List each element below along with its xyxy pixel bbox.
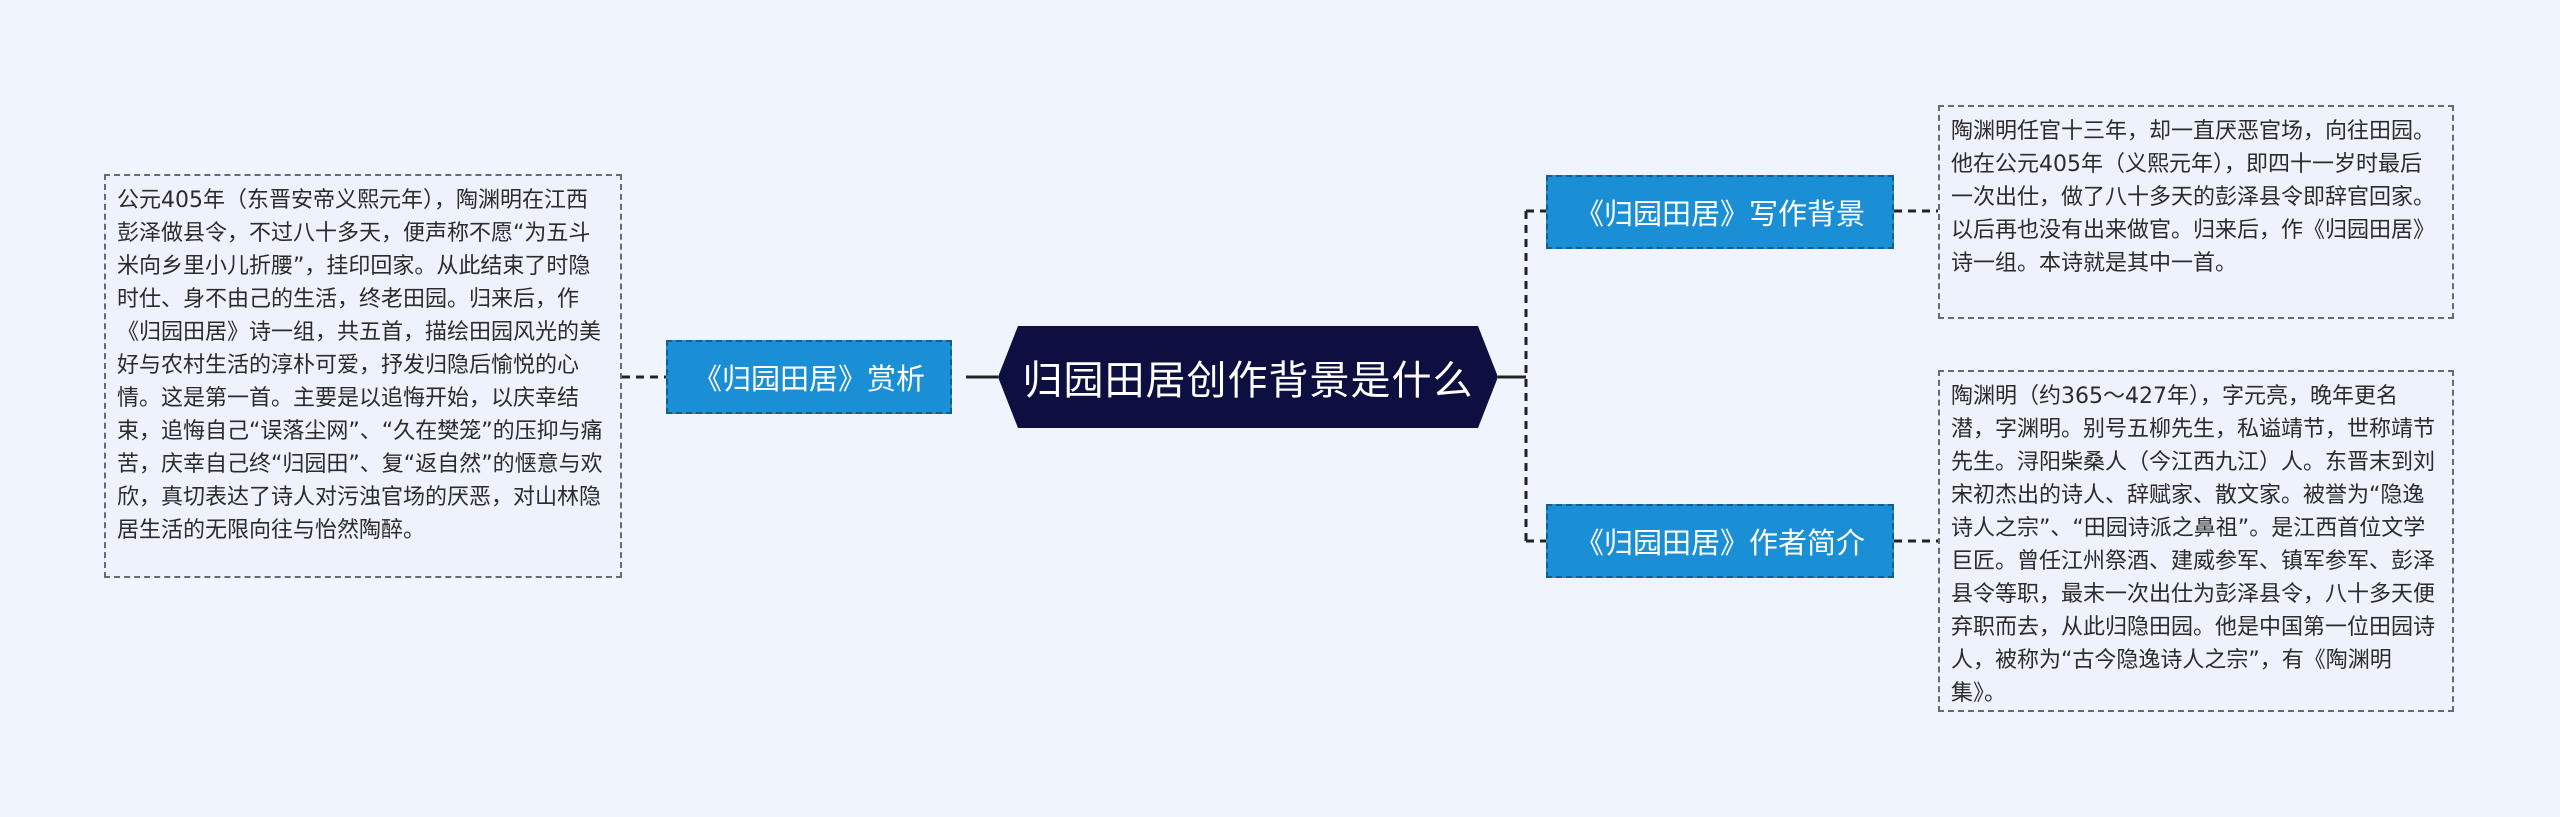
central-topic-label: 归园田居创作背景是什么 xyxy=(1022,358,1474,404)
note-appreciation: 公元405年（东晋安帝义熙元年），陶渊明在江西彭泽做县令，不过八十多天，便声称不… xyxy=(104,174,622,578)
note-appreciation-text: 公元405年（东晋安帝义熙元年），陶渊明在江西彭泽做县令，不过八十多天，便声称不… xyxy=(117,188,603,543)
branch-writing-background[interactable]: 《归园田居》写作背景 xyxy=(1546,175,1894,249)
branch-appreciation-label: 《归园田居》赏析 xyxy=(692,362,925,396)
branch-author-intro[interactable]: 《归园田居》作者简介 xyxy=(1546,504,1894,578)
note-author-intro-text: 陶渊明（约365～427年），字元亮，晚年更名潜，字渊明。别号五柳先生，私谥靖节… xyxy=(1951,384,2436,706)
note-writing-background-text: 陶渊明任官十三年，却一直厌恶官场，向往田园。他在公元405年（义熙元年），即四十… xyxy=(1951,119,2436,276)
note-author-intro: 陶渊明（约365～427年），字元亮，晚年更名潜，字渊明。别号五柳先生，私谥靖节… xyxy=(1938,370,2454,712)
branch-author-intro-label: 《归园田居》作者简介 xyxy=(1574,526,1865,560)
branch-writing-background-label: 《归园田居》写作背景 xyxy=(1574,197,1865,231)
branch-appreciation[interactable]: 《归园田居》赏析 xyxy=(666,340,952,414)
note-writing-background: 陶渊明任官十三年，却一直厌恶官场，向往田园。他在公元405年（义熙元年），即四十… xyxy=(1938,105,2454,319)
central-topic[interactable] xyxy=(998,326,1498,428)
